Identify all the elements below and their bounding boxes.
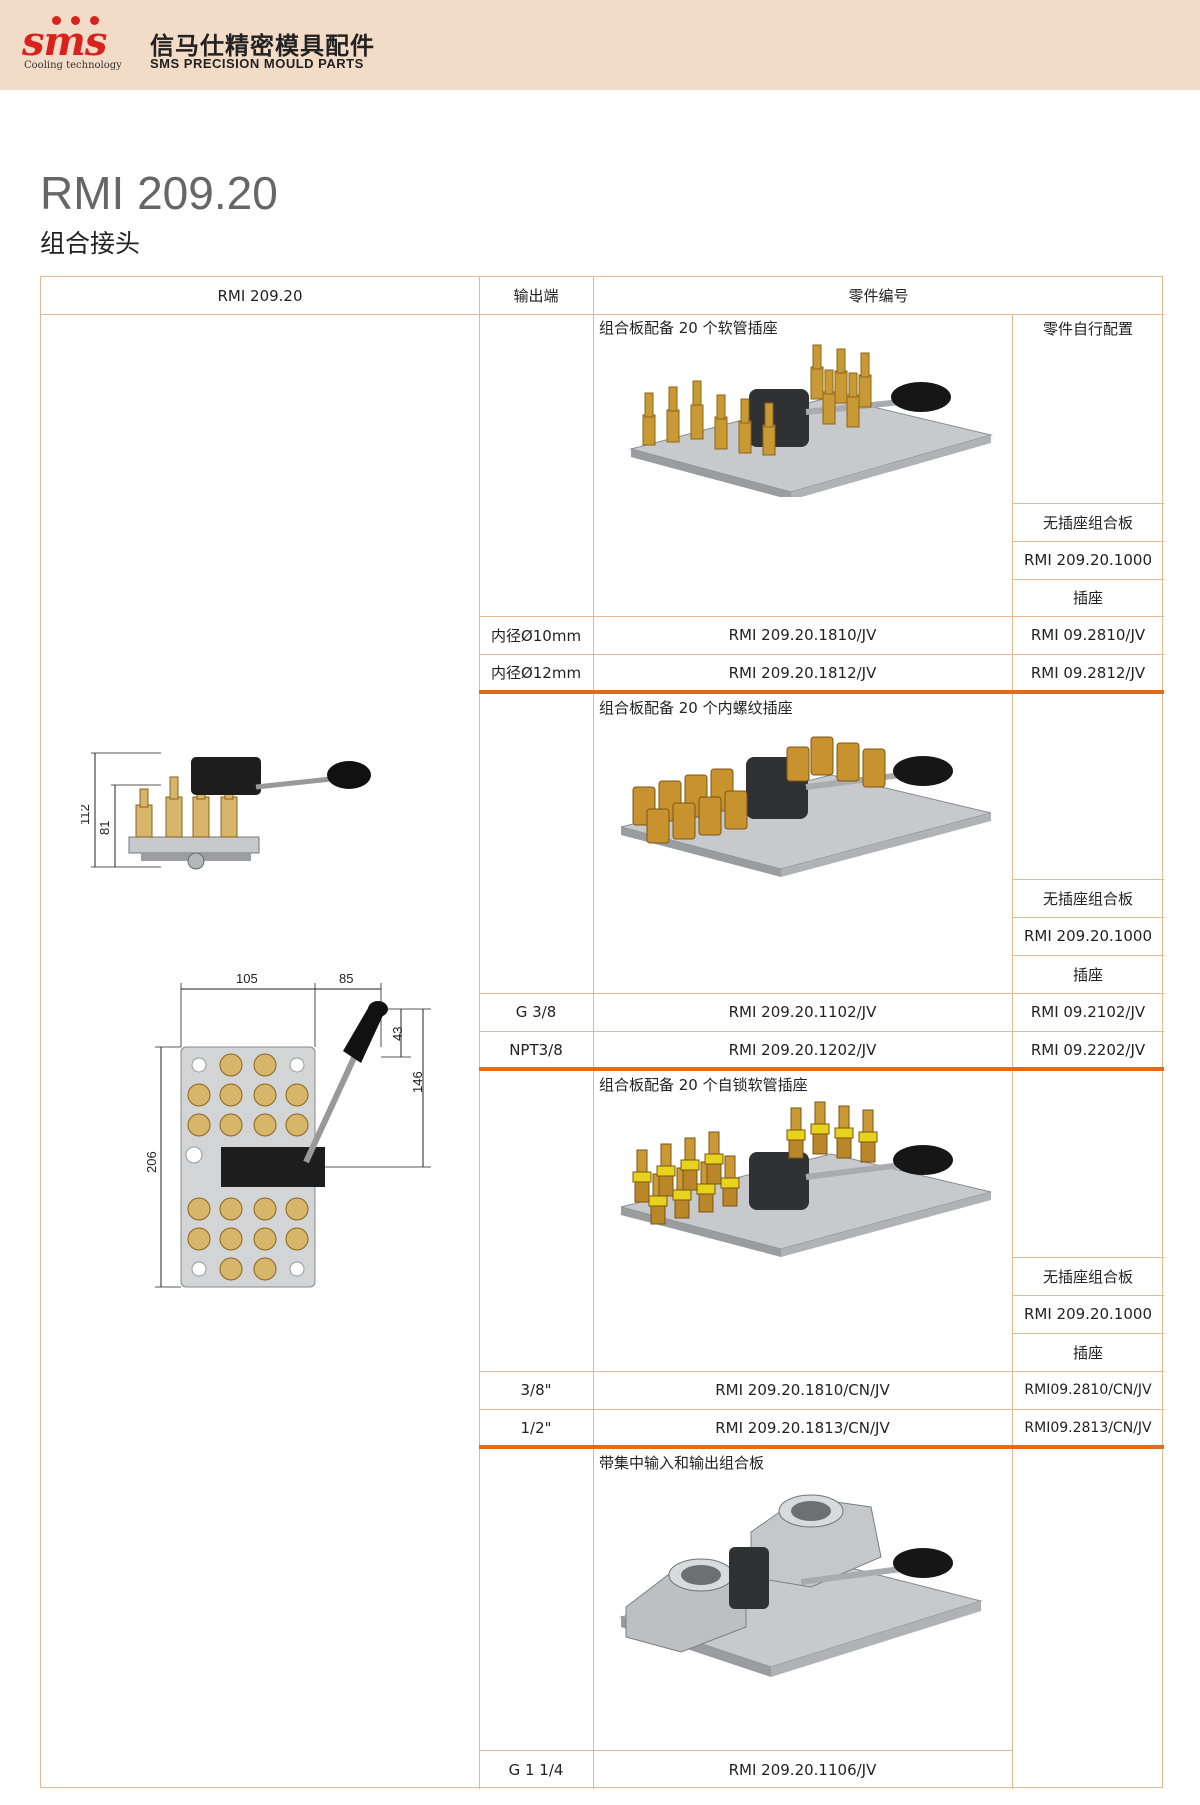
dim-side-body: 81 [97,821,112,835]
s1-no-socket-part: RMI 209.20.1000 [1024,551,1152,569]
config-divider-s1 [1012,314,1013,698]
s2-sep [479,1067,1164,1071]
s1-line-d [479,616,1164,617]
dim-lever-offset: 43 [390,1027,405,1041]
s3-sep [479,1445,1164,1449]
s4-row1-output: G 1 1/4 [508,1760,564,1779]
side-view-drawing: 112 81 [81,752,371,870]
section-2-title: 组合板配备 20 个内螺纹插座 [599,699,793,717]
dim-top-right: 85 [339,971,353,986]
s2-line-a [1012,879,1164,880]
col-divider-1 [479,277,480,1789]
s2-row2-socket: RMI 09.2202/JV [1030,1040,1146,1059]
logo-text: sms [22,18,107,65]
s1-row2-output: 内径Ø12mm [490,664,582,682]
s1-row1-output: 内径Ø10mm [490,626,582,645]
config-divider-s3 [1012,1073,1013,1451]
threaded-socket-manifold-image [620,736,992,877]
logo-dots [52,12,112,25]
s1-row2-socket: RMI 09.2812/JV [1030,663,1146,682]
s3-row1-socket: RMI09.2810/CN/JV [1024,1382,1152,1398]
brand-name-cn: 信马仕精密模具配件 [150,32,375,60]
s2-line-c [1012,955,1164,956]
s3-row2-socket: RMI09.2813/CN/JV [1024,1419,1152,1436]
s1-line-e [479,654,1164,655]
dim-lever-height: 146 [410,1071,425,1093]
config-title: 零件自行配置 [1042,319,1133,338]
config-divider-s4 [1012,1451,1013,1789]
s3-no-socket-part: RMI 209.20.1000 [1024,1305,1152,1323]
s4-row1-part: RMI 209.20.1106/JV [728,1760,877,1779]
s1-row1-socket: RMI 09.2810/JV [1030,626,1146,644]
section-4-title: 带集中输入和输出组合板 [599,1454,765,1472]
s3-line-b [1012,1295,1164,1296]
sms-logo: sms Cooling technology [22,12,134,74]
s1-line-a [1012,503,1164,504]
page-title: RMI 209.20 [40,167,278,219]
s1-no-socket-label: 无插座组合板 [1042,513,1133,532]
s1-row1-part: RMI 209.20.1810/JV [728,626,877,644]
s1-row2-part: RMI 209.20.1812/JV [728,663,877,682]
s2-line-b [1012,917,1164,918]
s1-line-b [1012,541,1164,542]
s3-line-d [479,1371,1164,1372]
s2-row1-socket: RMI 09.2102/JV [1030,1003,1146,1021]
s3-line-e [479,1409,1164,1410]
s3-row2-output: 1/2" [520,1418,552,1437]
self-locking-socket-manifold-image [620,1101,992,1257]
s3-row1-part: RMI 209.20.1810/CN/JV [715,1381,890,1399]
s1-sep [479,690,1164,694]
section-1-title: 组合板配备 20 个软管插座 [599,319,778,337]
section-3-title: 组合板配备 20 个自锁软管插座 [599,1076,808,1094]
hose-socket-manifold-image [629,344,993,497]
dim-top-left: 105 [236,971,258,986]
s4-line-a [479,1750,1012,1751]
s2-socket-label: 插座 [1072,965,1103,984]
s3-row2-part: RMI 209.20.1813/CN/JV [715,1418,890,1437]
s2-line-e [479,1031,1164,1032]
logo-subtitle: Cooling technology [24,60,122,71]
central-inlet-outlet-manifold-image [619,1494,983,1677]
s2-line-d [479,993,1164,994]
s2-row1-output: G 3/8 [515,1003,557,1021]
s1-line-c [1012,579,1164,580]
config-divider-s2 [1012,698,1013,1073]
col-divider-2 [593,277,594,1789]
s3-socket-label: 插座 [1072,1343,1103,1362]
parts-table: RMI 209.20 输出端 零件编号 组合板配备 20 个软管插座 零件自行配… [40,276,1164,1789]
header-part-number: 零件编号 [848,287,909,305]
s3-line-a [1012,1257,1164,1258]
s3-no-socket-label: 无插座组合板 [1042,1267,1133,1286]
header-model: RMI 209.20 [217,286,303,305]
top-view-drawing: 105 85 43 146 206 [144,971,431,1288]
s2-row2-output: NPT3/8 [509,1040,563,1059]
brand-name-en: SMS PRECISION MOULD PARTS [150,56,364,71]
s2-no-socket-part: RMI 209.20.1000 [1024,927,1152,945]
page-subtitle: 组合接头 [40,229,141,258]
s2-row2-part: RMI 209.20.1202/JV [728,1040,877,1059]
s3-line-c [1012,1333,1164,1334]
s2-row1-part: RMI 209.20.1102/JV [728,1003,877,1021]
s3-row1-output: 3/8" [520,1381,552,1399]
header-output: 输出端 [513,287,559,305]
dim-top-length: 206 [144,1151,159,1173]
header-row-line [41,314,1164,315]
page-header: sms Cooling technology 信马仕精密模具配件 SMS PRE… [0,0,1200,90]
dim-side-total: 112 [81,804,92,825]
s1-socket-label: 插座 [1072,589,1103,607]
s2-no-socket-label: 无插座组合板 [1042,889,1133,908]
